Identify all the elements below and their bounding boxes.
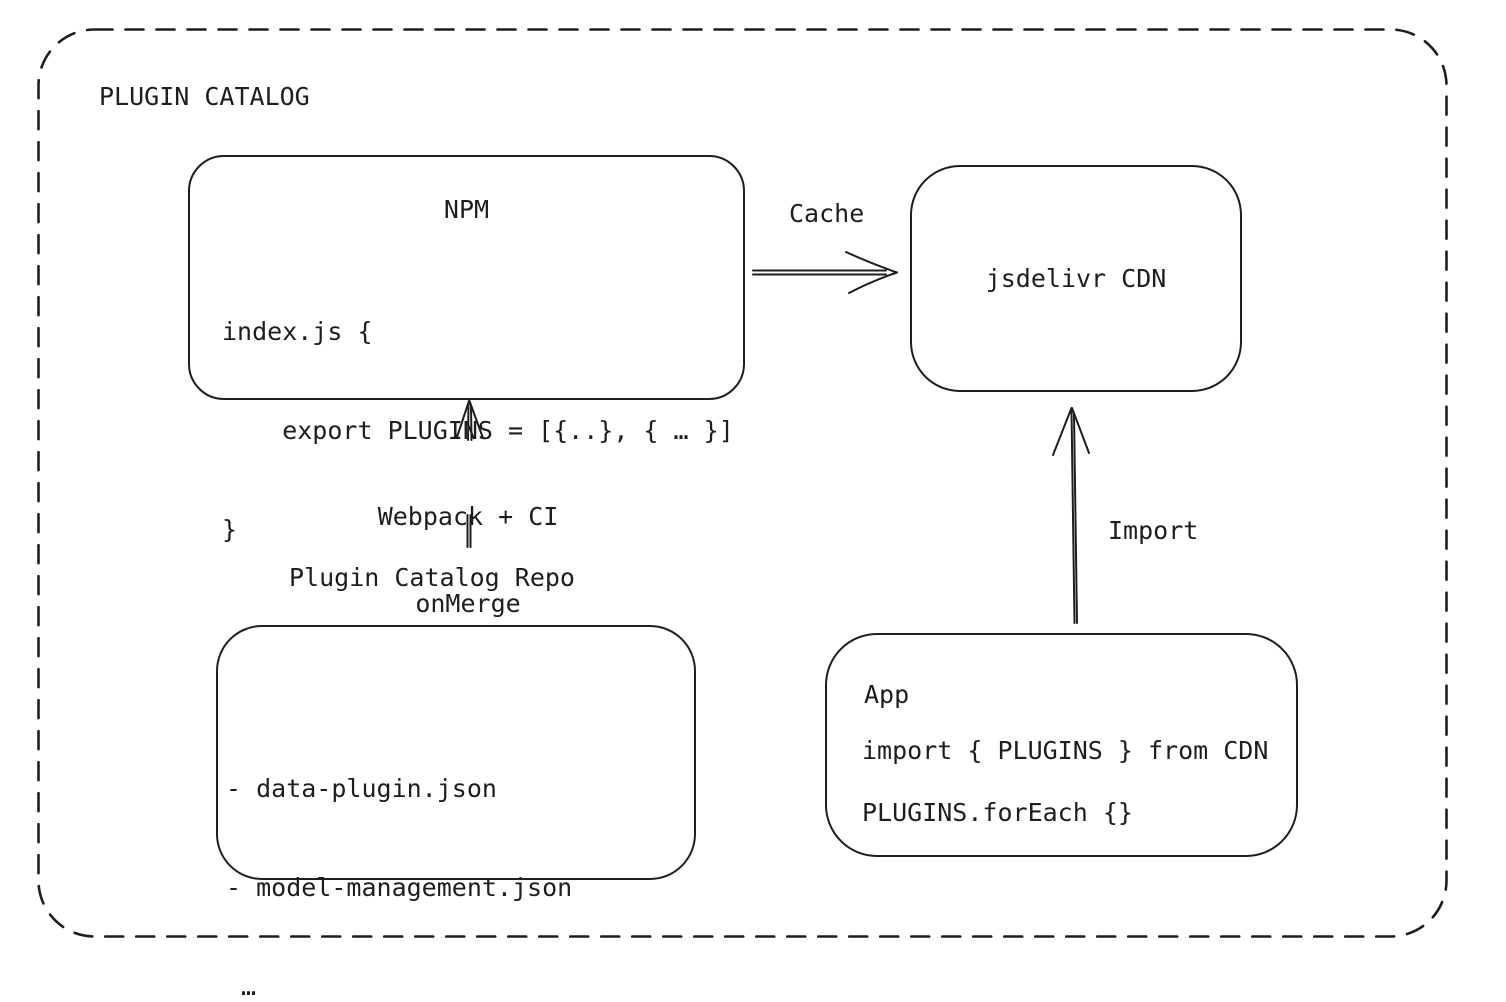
app-code-line: PLUGINS.forEach {} — [862, 798, 1133, 827]
cdn-node: jsdelivr CDN — [910, 165, 1242, 392]
build-edge-label-line1: Webpack + CI — [377, 502, 559, 531]
repo-file-item: - model-management.json — [226, 873, 573, 902]
repo-file-list: - data-plugin.json - model-management.js… — [226, 706, 572, 1002]
repo-caption: Plugin Catalog Repo — [289, 563, 575, 592]
npm-code-line: index.js { — [222, 317, 373, 346]
import-edge-label: Import — [1108, 516, 1199, 545]
npm-node: NPM index.js { export PLUGINS = [{..}, {… — [188, 155, 745, 544]
npm-code-block: index.js { export PLUGINS = [{..}, { … }… — [222, 249, 734, 612]
import-arrow — [1052, 407, 1090, 624]
build-edge-label: Webpack + CI onMerge — [348, 444, 588, 676]
app-node-title: App — [864, 680, 910, 709]
build-edge-label-line2: onMerge — [415, 589, 521, 618]
app-node: App import { PLUGINS } from CDN PLUGINS.… — [825, 633, 1298, 857]
npm-code-line: } — [222, 515, 238, 544]
build-arrow — [456, 400, 484, 548]
cache-arrow — [752, 251, 898, 294]
repo-file-item: … — [226, 972, 257, 1001]
npm-node-title: NPM — [443, 195, 490, 224]
repo-node: - data-plugin.json - model-management.js… — [216, 625, 696, 1001]
cache-edge-label: Cache — [789, 199, 865, 228]
frame-title: PLUGIN CATALOG — [99, 82, 310, 111]
app-code-line: import { PLUGINS } from CDN — [862, 736, 1269, 765]
npm-code-line: export PLUGINS = [{..}, { … }] — [222, 416, 734, 445]
catalog-frame-border — [37, 28, 1448, 938]
repo-file-item: - data-plugin.json — [226, 774, 497, 803]
cdn-node-label: jsdelivr CDN — [985, 264, 1167, 293]
